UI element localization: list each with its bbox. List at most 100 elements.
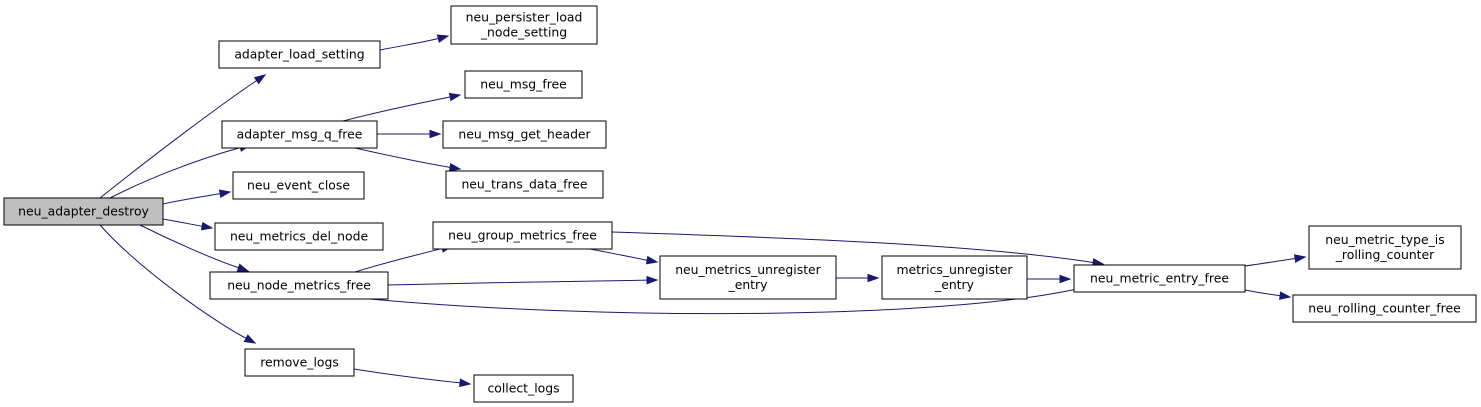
node-box[interactable] <box>209 271 389 300</box>
node-label: neu_metric_type_is <box>1325 232 1444 247</box>
node-neu_persister_load_node_setting[interactable]: neu_persister_load_node_setting <box>450 5 598 45</box>
node-neu_msg_free[interactable]: neu_msg_free <box>464 70 583 99</box>
node-box[interactable] <box>244 348 355 377</box>
node-neu_trans_data_free[interactable]: neu_trans_data_free <box>445 170 604 199</box>
node-box[interactable] <box>3 197 164 226</box>
edge-adapter_msg_q_free-to-neu_msg_get_header <box>377 129 442 139</box>
edge-remove_logs-to-collect_logs <box>353 368 472 388</box>
arrowhead <box>448 163 462 172</box>
node-box[interactable] <box>1292 294 1477 323</box>
edge-line <box>354 247 443 273</box>
node-label: neu_group_metrics_free <box>448 228 597 243</box>
node-label: neu_metrics_unregister <box>675 262 821 277</box>
node-box[interactable] <box>473 374 574 403</box>
edge-neu_adapter_destroy-to-adapter_msg_q_free <box>109 143 252 199</box>
node-box[interactable] <box>464 70 583 99</box>
node-label: neu_node_metrics_free <box>227 278 371 293</box>
node-adapter_msg_q_free[interactable]: adapter_msg_q_free <box>221 120 378 149</box>
arrowhead <box>218 189 232 198</box>
edge-line <box>139 224 239 269</box>
node-neu_msg_get_header[interactable]: neu_msg_get_header <box>442 120 607 149</box>
arrowhead <box>1293 254 1307 263</box>
node-box[interactable] <box>432 221 613 250</box>
edge-line <box>354 147 451 168</box>
node-neu_adapter_destroy[interactable]: neu_adapter_destroy <box>3 197 164 226</box>
node-neu_rolling_counter_free[interactable]: neu_rolling_counter_free <box>1292 294 1477 323</box>
edge-line <box>1244 289 1281 297</box>
node-label: _entry <box>934 277 974 292</box>
node-neu_node_metrics_free[interactable]: neu_node_metrics_free <box>209 271 389 300</box>
node-label: _node_setting <box>480 25 567 40</box>
node-label: neu_rolling_counter_free <box>1308 301 1460 316</box>
node-box[interactable] <box>218 40 381 69</box>
node-label: neu_msg_free <box>480 77 567 92</box>
node-label: neu_event_close <box>247 178 350 193</box>
node-label: neu_metric_entry_free <box>1090 271 1229 286</box>
arrowhead <box>236 263 250 272</box>
edge-neu_adapter_destroy-to-neu_event_close <box>162 189 232 205</box>
edge-line <box>353 368 461 384</box>
edge-neu_adapter_destroy-to-remove_logs <box>99 224 257 344</box>
node-layer: neu_adapter_destroyadapter_load_settingn… <box>3 5 1477 403</box>
node-label: _entry <box>728 277 768 292</box>
edge-line <box>611 231 1094 263</box>
node-box[interactable] <box>445 170 604 199</box>
node-neu_metric_entry_free[interactable]: neu_metric_entry_free <box>1073 264 1246 293</box>
edge-line <box>369 287 1081 315</box>
node-label: metrics_unregister <box>896 262 1013 277</box>
edge-layer <box>99 34 1307 388</box>
node-label: neu_metrics_del_node <box>230 229 368 244</box>
edge-line <box>387 279 648 286</box>
edge-line <box>589 248 648 261</box>
edge-neu_metrics_unregister_entry-to-metrics_unregister_entry <box>836 273 880 283</box>
node-label: adapter_msg_q_free <box>237 127 363 142</box>
edge-metrics_unregister_entry-to-neu_metric_entry_free <box>1027 274 1072 284</box>
arrowhead <box>436 34 450 43</box>
node-label: remove_logs <box>260 355 339 370</box>
arrowhead <box>867 273 880 283</box>
node-box[interactable] <box>442 120 607 149</box>
node-neu_metrics_del_node[interactable]: neu_metrics_del_node <box>214 222 384 251</box>
node-neu_metrics_unregister_entry[interactable]: neu_metrics_unregister_entry <box>659 255 837 300</box>
node-box[interactable] <box>450 5 598 45</box>
node-label: neu_msg_get_header <box>458 127 591 142</box>
arrowhead <box>200 221 214 231</box>
node-label: adapter_load_setting <box>234 47 364 62</box>
node-box[interactable] <box>221 120 378 149</box>
node-label: collect_logs <box>487 381 559 396</box>
edge-adapter_msg_q_free-to-neu_msg_free <box>342 92 462 122</box>
edge-line <box>379 38 439 51</box>
node-label: neu_persister_load <box>466 10 583 25</box>
node-adapter_load_setting[interactable]: adapter_load_setting <box>218 40 381 69</box>
node-collect_logs[interactable]: collect_logs <box>473 374 574 403</box>
edge-line <box>99 224 247 339</box>
edge-line <box>99 80 257 199</box>
node-box[interactable] <box>659 255 837 300</box>
edge-neu_adapter_destroy-to-neu_metrics_del_node <box>162 218 214 231</box>
node-label: _rolling_counter <box>1335 247 1435 262</box>
node-neu_event_close[interactable]: neu_event_close <box>232 171 365 200</box>
node-box[interactable] <box>214 222 384 251</box>
edge-adapter_msg_q_free-to-neu_trans_data_free <box>354 147 462 172</box>
edge-line <box>162 218 203 227</box>
edge-line <box>1244 257 1296 267</box>
edge-line <box>162 193 221 205</box>
node-neu_group_metrics_free[interactable]: neu_group_metrics_free <box>432 221 613 250</box>
edge-line <box>342 96 451 122</box>
node-neu_metric_type_is_rolling_counter[interactable]: neu_metric_type_is_rolling_counter <box>1308 225 1462 270</box>
edge-neu_metric_entry_free-to-neu_rolling_counter_free <box>1244 289 1292 300</box>
arrowhead <box>459 378 472 388</box>
arrowhead <box>429 129 442 139</box>
node-metrics_unregister_entry[interactable]: metrics_unregister_entry <box>881 255 1028 300</box>
arrowhead <box>1059 274 1072 284</box>
arrowhead <box>1279 291 1292 300</box>
node-box[interactable] <box>1308 225 1462 270</box>
edge-neu_metric_entry_free-to-neu_metric_type_is_rolling_counter <box>1244 254 1307 267</box>
edge-line <box>109 147 241 199</box>
node-box[interactable] <box>881 255 1028 300</box>
node-box[interactable] <box>232 171 365 200</box>
edge-neu_adapter_destroy-to-adapter_load_setting <box>99 74 267 199</box>
node-box[interactable] <box>1073 264 1246 293</box>
node-remove_logs[interactable]: remove_logs <box>244 348 355 377</box>
